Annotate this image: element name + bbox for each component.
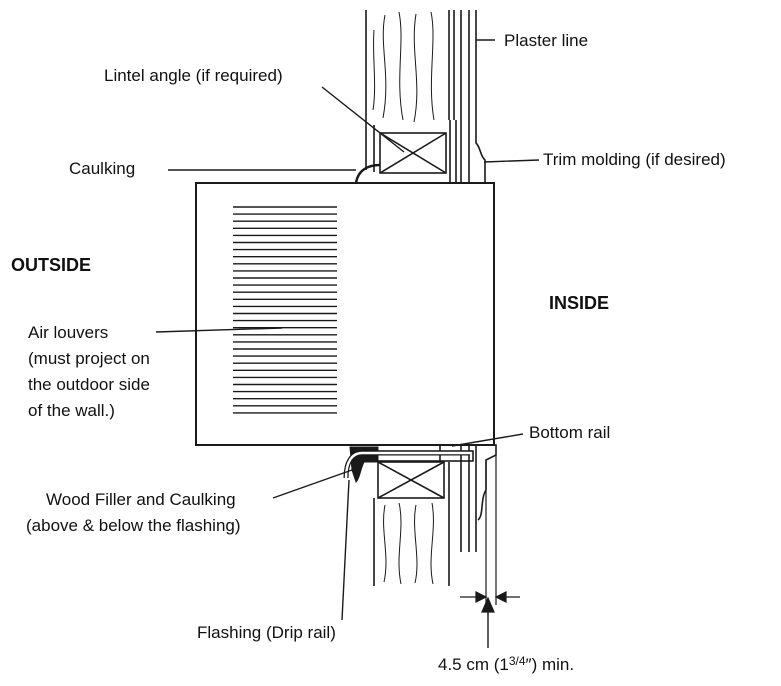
air-louvers-label-1: Air louvers bbox=[28, 323, 108, 342]
dimension-label: 4.5 cm (13/4″) min. bbox=[438, 654, 574, 674]
sill-assembly bbox=[362, 444, 497, 605]
lintel-angle-label: Lintel angle (if required) bbox=[104, 66, 283, 85]
outside-label: OUTSIDE bbox=[11, 255, 91, 275]
air-louver-grille bbox=[233, 206, 337, 414]
plaster-line-label: Plaster line bbox=[504, 31, 588, 50]
air-louvers-label-2: (must project on bbox=[28, 349, 150, 368]
leader-lines bbox=[155, 86, 540, 648]
caulking-label: Caulking bbox=[69, 159, 135, 178]
dimension-arrows bbox=[460, 591, 520, 613]
upper-wall-framing bbox=[365, 10, 495, 185]
air-louvers-label-3: the outdoor side bbox=[28, 375, 150, 394]
wood-filler-label-1: Wood Filler and Caulking bbox=[46, 490, 236, 509]
flashing-label: Flashing (Drip rail) bbox=[197, 623, 336, 642]
air-louvers-label-4: of the wall.) bbox=[28, 401, 115, 420]
wood-filler-label-2: (above & below the flashing) bbox=[26, 516, 241, 535]
trim-molding-label: Trim molding (if desired) bbox=[543, 150, 726, 169]
inside-label: INSIDE bbox=[549, 293, 609, 313]
lintel-block bbox=[373, 125, 447, 174]
bottom-rail-label: Bottom rail bbox=[529, 423, 610, 442]
top-caulking-bead bbox=[354, 163, 381, 184]
